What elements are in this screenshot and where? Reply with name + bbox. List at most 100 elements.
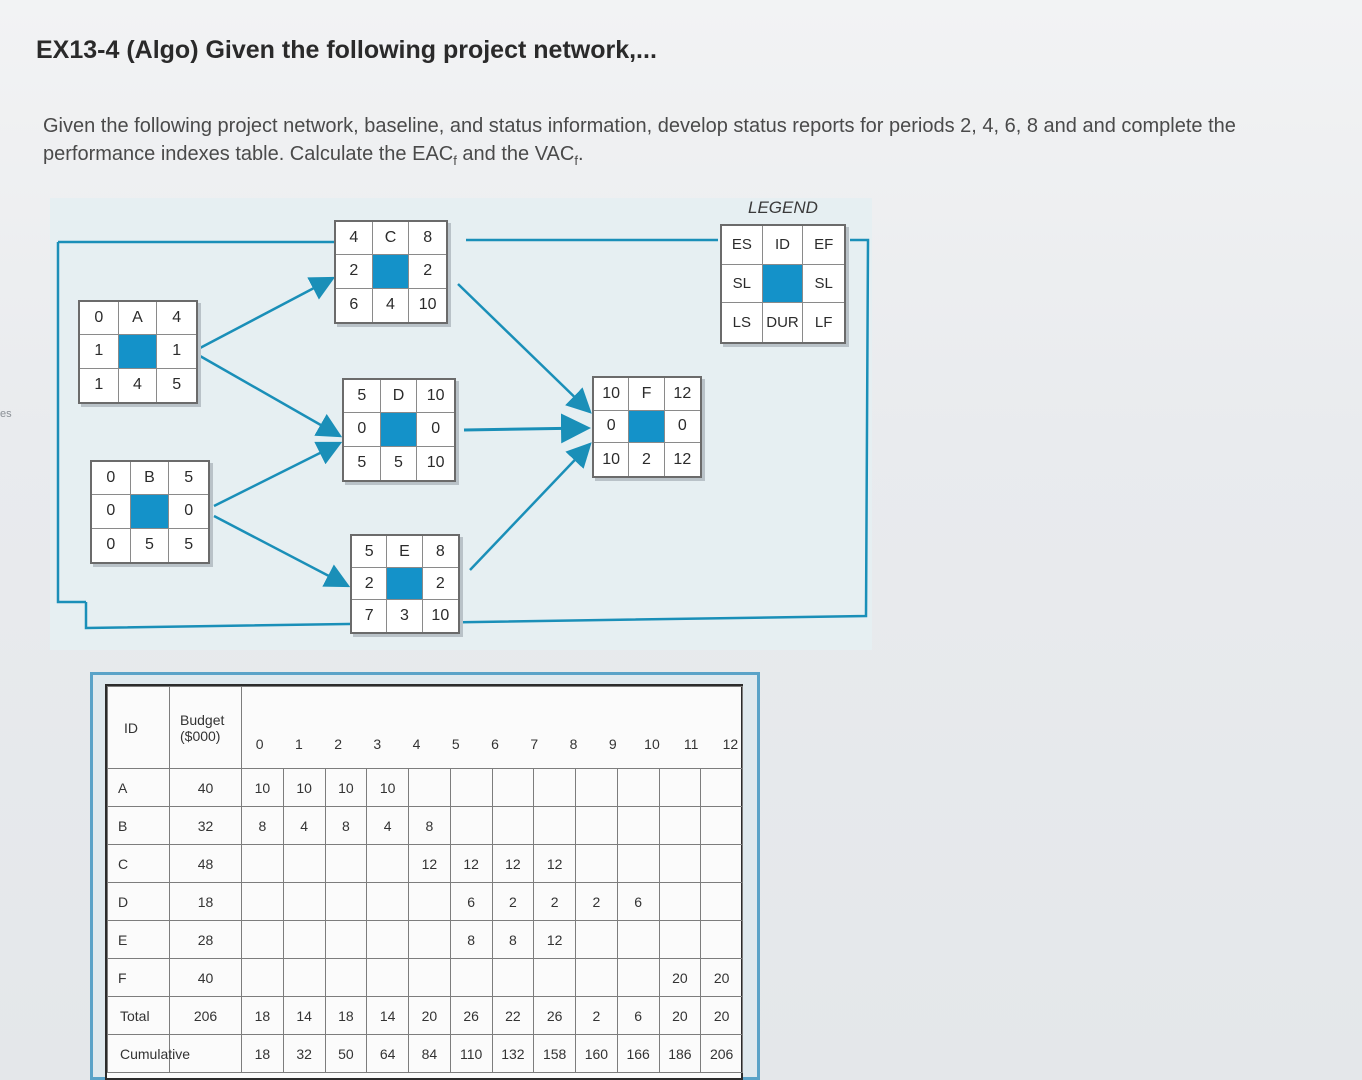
- activity-period-cell: [700, 882, 743, 921]
- arrow-c-to-f: [457, 283, 592, 414]
- activity-period-cell: [491, 768, 535, 807]
- node-a: 0 A 4 1 1 1 4 5: [78, 300, 198, 404]
- total-period-cell: 26: [449, 996, 493, 1035]
- node-b-ef: 5: [169, 462, 208, 496]
- period-label: 6: [491, 736, 499, 752]
- node-a-lf: 5: [172, 376, 182, 394]
- activity-period-cell: [575, 806, 618, 845]
- page-title: EX13-4 (Algo) Given the following projec…: [36, 36, 657, 64]
- arrow-a-to-c: [199, 276, 336, 350]
- activity-period-cell: 10: [324, 768, 368, 807]
- activity-period-cell: [324, 958, 368, 997]
- activity-period-cell: 2: [575, 882, 618, 921]
- total-period-cell: 20: [658, 996, 702, 1035]
- cumulative-period-cell: 32: [282, 1034, 326, 1073]
- activity-period-cell: [616, 768, 660, 807]
- node-b-dur: 5: [131, 528, 170, 562]
- node-b-ls: 0: [92, 528, 131, 562]
- legend-box: ES ID EF SL SL LS DUR LF: [720, 224, 846, 344]
- activity-period-cell: [700, 768, 743, 807]
- activity-period-cell: [241, 882, 284, 921]
- activity-period-cell: [324, 882, 368, 921]
- period-label: 10: [644, 736, 660, 752]
- activity-period-cell: [616, 806, 660, 845]
- header-periods-area: [241, 686, 743, 769]
- node-f-es: 10: [594, 378, 630, 411]
- period-label: 8: [569, 736, 578, 752]
- cumulative-period-cell: 186: [658, 1034, 702, 1073]
- node-c-id: C: [372, 222, 410, 256]
- node-e-center: [387, 568, 423, 600]
- activity-period-cell: 2: [533, 882, 576, 921]
- legend-sl-right: SL: [803, 265, 844, 304]
- period-label: 11: [683, 736, 699, 752]
- activity-period-cell: [241, 958, 284, 997]
- activity-period-cell: 12: [449, 844, 493, 883]
- cumulative-period-cell: 166: [616, 1034, 660, 1073]
- activity-period-cell: [575, 920, 618, 959]
- header-budget: Budget ($000): [169, 686, 242, 769]
- cumulative-period-cell: 132: [491, 1034, 535, 1073]
- node-a-es: 0: [80, 302, 119, 336]
- node-f-lf: 12: [673, 450, 692, 468]
- legend-ef: EF: [803, 226, 844, 265]
- activity-period-cell: [324, 844, 368, 883]
- cumulative-period-cell: 160: [575, 1034, 618, 1073]
- activity-period-cell: [449, 958, 493, 997]
- cumulative-budget: [169, 1034, 242, 1073]
- activity-period-cell: 6: [616, 882, 660, 921]
- activity-budget: 32: [169, 806, 242, 845]
- activity-period-cell: 12: [533, 844, 576, 883]
- node-f: 10 F 12 0 0 10 2 12: [592, 376, 702, 478]
- arrow-a-to-d: [199, 354, 343, 438]
- activity-period-cell: [241, 920, 284, 959]
- activity-label: B: [107, 806, 170, 845]
- node-c-es: 4: [336, 222, 373, 256]
- node-e-sl-right: 2: [422, 568, 458, 600]
- activity-budget: 18: [169, 882, 242, 921]
- header-budget-line1: Budget: [180, 711, 225, 728]
- node-c-dur: 4: [373, 288, 410, 322]
- legend-lf: LF: [814, 314, 833, 332]
- node-d-id: D: [380, 380, 418, 414]
- activity-period-cell: [616, 844, 660, 883]
- activity-period-cell: 12: [491, 844, 535, 883]
- activity-period-cell: [658, 844, 702, 883]
- legend-es: ES: [722, 226, 763, 265]
- activity-period-cell: [282, 882, 326, 921]
- node-e-id: E: [387, 536, 423, 568]
- total-period-cell: 6: [616, 996, 660, 1035]
- node-b-sl: 0: [92, 495, 131, 529]
- node-f-center: [629, 410, 665, 444]
- node-d-ls: 5: [344, 446, 381, 480]
- node-c-lf: 10: [418, 296, 437, 314]
- activity-period-cell: [491, 958, 535, 997]
- node-c: 4 C 8 2 2 6 4 10: [334, 220, 448, 324]
- activity-period-cell: [700, 806, 743, 845]
- node-d-sl-right: 0: [417, 413, 454, 447]
- node-a-dur: 4: [119, 368, 158, 402]
- activity-period-cell: 12: [408, 844, 451, 883]
- activity-period-cell: [533, 768, 576, 807]
- node-e-ef: 8: [422, 536, 458, 568]
- node-f-ef: 12: [664, 378, 700, 411]
- cumulative-period-cell: 206: [700, 1034, 743, 1073]
- node-d-lf: 10: [426, 454, 445, 472]
- period-label: 0: [255, 736, 264, 752]
- activity-period-cell: [616, 920, 660, 959]
- node-d-ef: 10: [417, 380, 454, 414]
- activity-label: D: [107, 882, 170, 921]
- node-b-es: 0: [92, 462, 131, 496]
- period-label: 1: [294, 736, 303, 752]
- subscript-f: f: [574, 153, 578, 168]
- activity-budget: 28: [169, 920, 242, 959]
- activity-period-cell: [282, 844, 326, 883]
- cumulative-period-cell: 18: [241, 1034, 284, 1073]
- activity-period-cell: [533, 958, 576, 997]
- activity-period-cell: 8: [324, 806, 368, 845]
- frame-line-left: [56, 242, 86, 604]
